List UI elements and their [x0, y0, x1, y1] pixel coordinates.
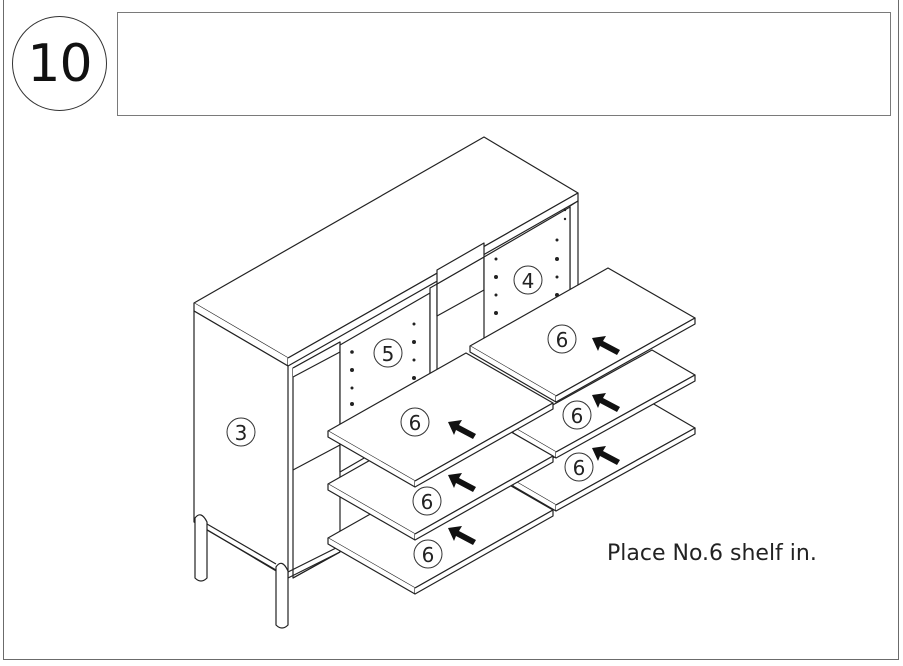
page-frame [3, 0, 899, 660]
part-label-6: 6 [573, 456, 586, 480]
shelf-left-top [327, 352, 554, 488]
part-label-6: 6 [422, 543, 435, 567]
arrow-icon [448, 526, 476, 545]
arrow-icon [592, 393, 620, 412]
shelf-right-top [469, 267, 696, 403]
part-label-6: 6 [571, 404, 584, 428]
leg-back [194, 514, 208, 582]
arrow-icon [592, 336, 620, 355]
part-label-4: 4 [522, 269, 535, 293]
arrow-icon [448, 473, 476, 492]
part-label-6: 6 [556, 328, 569, 352]
leg-front [275, 562, 289, 629]
arrow-icon [592, 446, 620, 465]
step-number-badge: 10 [12, 16, 107, 111]
arrow-icon [448, 420, 476, 439]
part-label-3: 3 [235, 421, 248, 445]
instruction-caption: Place No.6 shelf in. [607, 541, 817, 566]
instruction-box [117, 12, 891, 116]
part-label-6: 6 [409, 411, 422, 435]
part-label-6: 6 [421, 490, 434, 514]
part-label-5: 5 [382, 342, 395, 366]
insert-arrows [448, 336, 620, 545]
